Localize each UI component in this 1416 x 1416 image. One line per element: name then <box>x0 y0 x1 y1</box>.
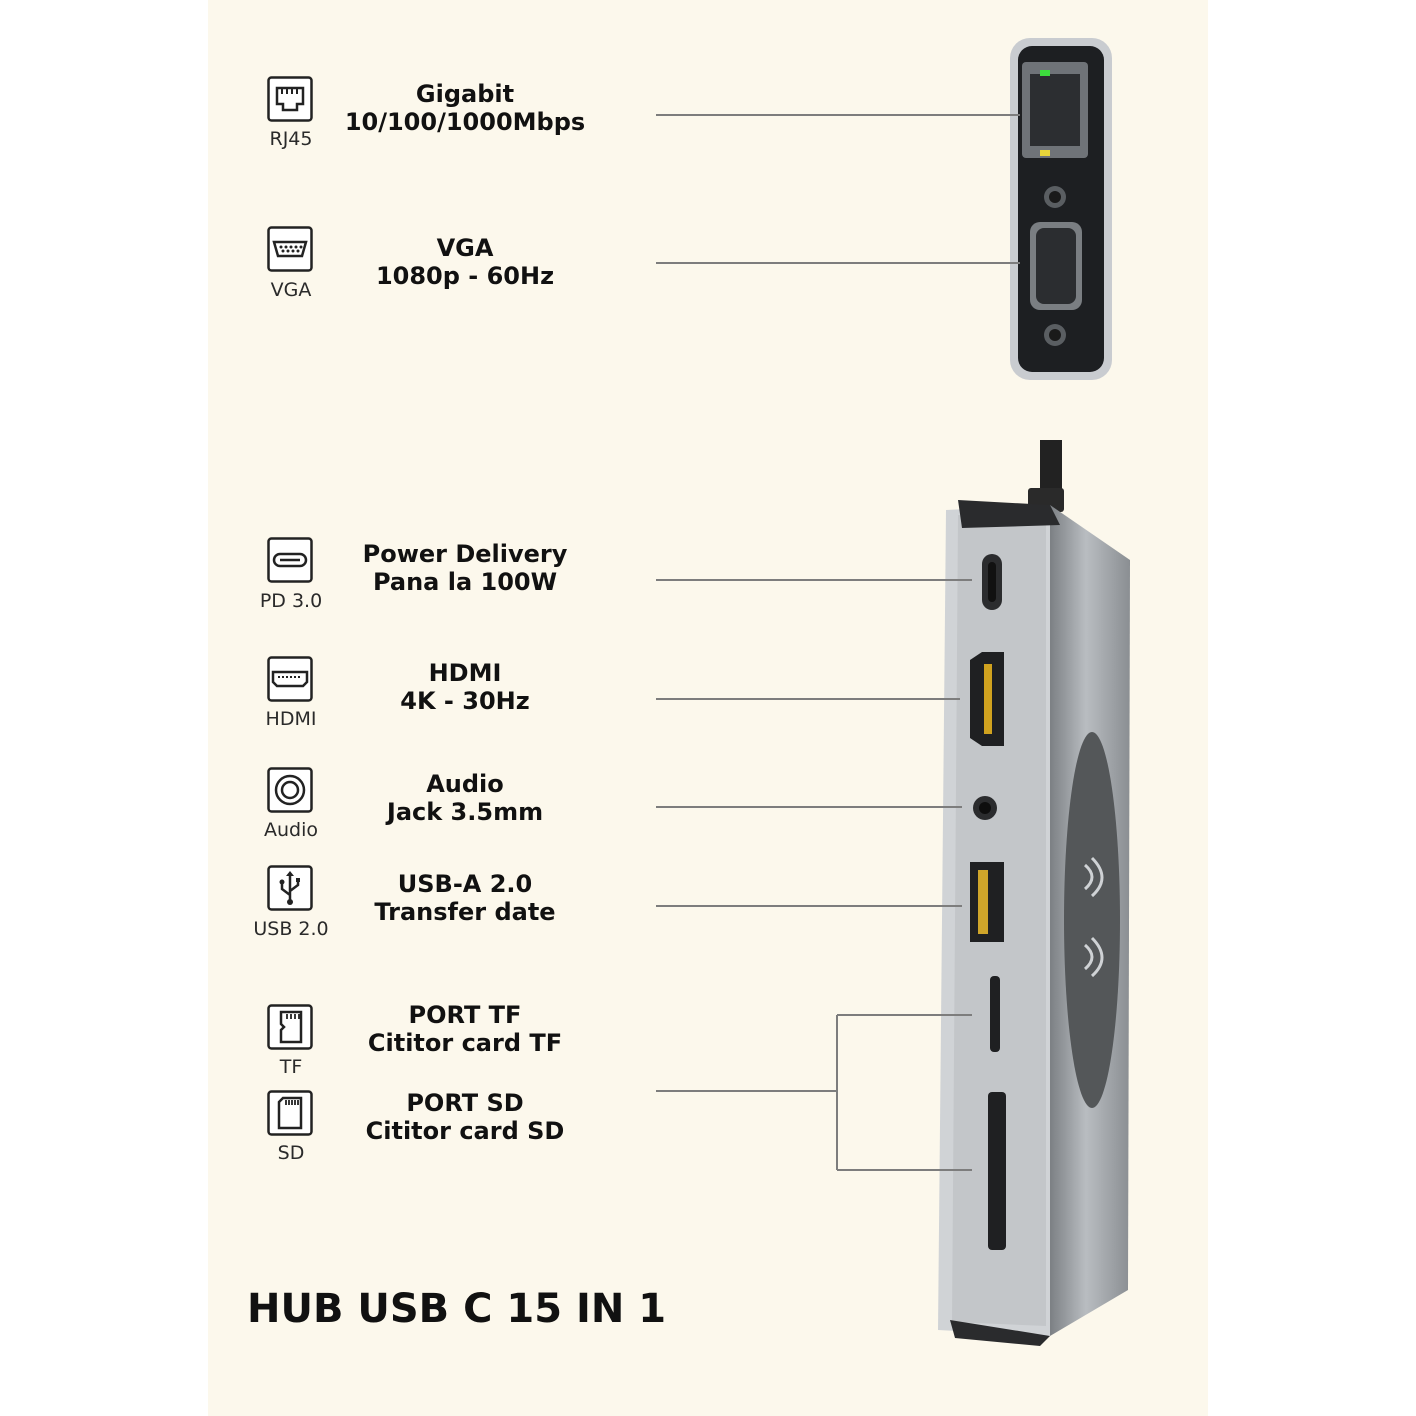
hdmi-description: HDMI 4K - 30Hz <box>305 659 625 715</box>
sd-description: PORT SD Cititor card SD <box>305 1089 625 1145</box>
tf-description: PORT TF Cititor card TF <box>305 1001 625 1057</box>
tf-caption: TF <box>279 1056 303 1078</box>
page-title: HUB USB C 15 IN 1 <box>247 1286 667 1332</box>
hdmi-line2: 4K - 30Hz <box>400 687 530 715</box>
usb-description: USB-A 2.0 Transfer date <box>305 870 625 926</box>
sd-caption: SD <box>277 1142 305 1164</box>
ethernet-line1: Gigabit <box>415 80 515 108</box>
tf-line2: Cititor card TF <box>367 1029 563 1057</box>
top-hub-module <box>1010 38 1112 380</box>
vga-line2: 1080p - 60Hz <box>375 262 555 290</box>
sd-line1: PORT SD <box>406 1089 524 1117</box>
audio-description: Audio Jack 3.5mm <box>305 770 625 826</box>
hdmi-line1: HDMI <box>428 659 502 687</box>
ethernet-port-icon <box>267 76 313 122</box>
ethernet-description: Gigabit 10/100/1000Mbps <box>305 80 625 136</box>
pd-line2: Pana la 100W <box>372 568 558 596</box>
ethernet-caption: RJ45 <box>269 128 313 150</box>
hdmi-port-icon <box>267 656 313 702</box>
sd-card-icon <box>267 1090 313 1136</box>
vga-description: VGA 1080p - 60Hz <box>305 234 625 290</box>
ethernet-line2: 10/100/1000Mbps <box>344 108 586 136</box>
usb-c-port-icon <box>267 537 313 583</box>
tf-line1: PORT TF <box>408 1001 522 1029</box>
usb-symbol-icon <box>267 865 313 911</box>
audio-caption: Audio <box>263 819 318 841</box>
main-hub-body <box>938 500 1130 1346</box>
pd-caption: PD 3.0 <box>259 590 323 612</box>
usb-caption: USB 2.0 <box>253 918 329 940</box>
pd-line1: Power Delivery <box>362 540 568 568</box>
micro-sd-card-icon <box>267 1004 313 1050</box>
hdmi-caption: HDMI <box>265 708 317 730</box>
leader-lines <box>656 114 1020 1171</box>
usb-line2: Transfer date <box>374 898 556 926</box>
usb-line1: USB-A 2.0 <box>397 870 533 898</box>
sd-line2: Cititor card SD <box>365 1117 565 1145</box>
vga-line1: VGA <box>436 234 494 262</box>
audio-jack-icon <box>267 767 313 813</box>
audio-line2: Jack 3.5mm <box>386 798 544 826</box>
vga-caption: VGA <box>270 279 312 301</box>
pd-description: Power Delivery Pana la 100W <box>305 540 625 596</box>
audio-line1: Audio <box>426 770 504 798</box>
vga-port-icon <box>267 226 313 272</box>
